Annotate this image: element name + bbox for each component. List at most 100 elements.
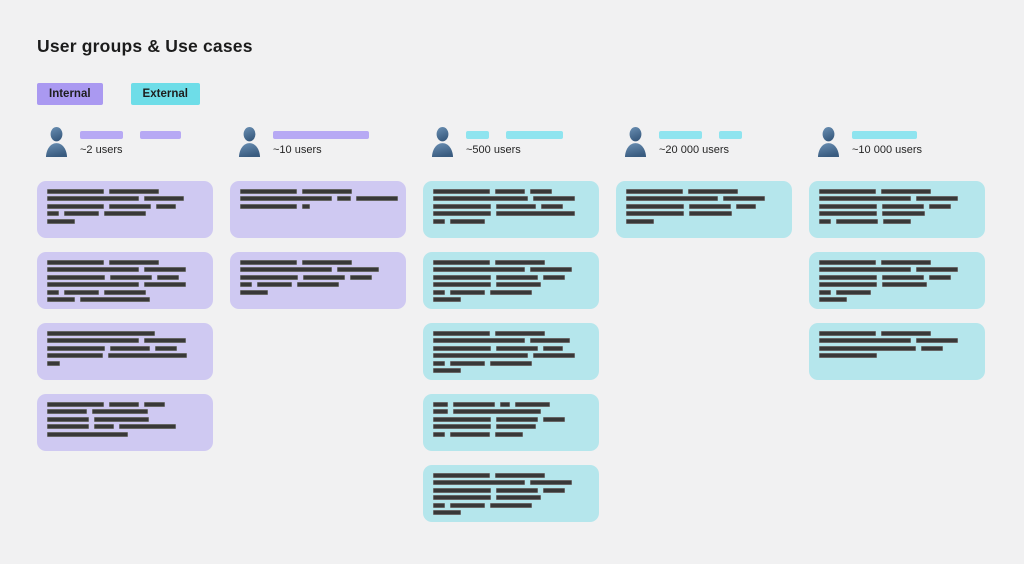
redacted-text-bar [543, 345, 563, 351]
redacted-text-bar [533, 196, 575, 202]
redacted-text-line [47, 402, 203, 407]
redacted-text-bar [433, 502, 445, 508]
redacted-text-bar [94, 416, 149, 422]
redacted-text-bar [47, 274, 105, 280]
group-size-bar [466, 131, 489, 139]
redacted-text-bar [433, 211, 491, 217]
redacted-text-bar [496, 495, 541, 501]
redacted-text-bar [433, 282, 491, 288]
group-size-bars [852, 131, 922, 139]
redacted-text-bar [433, 338, 525, 344]
redacted-text-bar [64, 289, 99, 295]
legend: Internal External [37, 83, 1024, 105]
redacted-text-line [433, 502, 589, 508]
redacted-text-line [819, 189, 975, 194]
redacted-text-bar [47, 289, 59, 295]
redacted-text-bar [47, 360, 60, 366]
redacted-text-bar [433, 416, 491, 422]
redacted-text-bar [433, 331, 490, 336]
redacted-text-line [240, 267, 396, 273]
redacted-text-bar [819, 211, 877, 217]
redacted-text-bar [881, 189, 931, 194]
redacted-text-line [47, 353, 203, 359]
user-group-header: ~20 000 users [616, 127, 792, 160]
redacted-text-line [819, 282, 975, 288]
redacted-text-line [47, 296, 203, 302]
redacted-text-bar [104, 211, 146, 217]
redacted-text-bar [64, 211, 99, 217]
redacted-text-line [47, 203, 203, 209]
diagram-canvas: User groups & Use cases Internal Externa… [37, 36, 1024, 536]
redacted-text-bar [496, 203, 536, 209]
redacted-text-line [819, 274, 975, 280]
redacted-text-line [626, 203, 782, 209]
redacted-text-line [433, 402, 589, 407]
user-icon [624, 127, 647, 157]
redacted-text-bar [495, 431, 523, 437]
redacted-text-line [433, 218, 589, 224]
redacted-text-bar [530, 480, 572, 486]
redacted-text-bar [736, 203, 756, 209]
redacted-text-line [433, 416, 589, 422]
redacted-text-line [433, 431, 589, 437]
redacted-text-line [819, 218, 975, 224]
redacted-text-bar [433, 509, 461, 515]
redacted-text-bar [47, 282, 139, 288]
user-count-label: ~10 users [273, 144, 322, 156]
redacted-text-bar [144, 402, 165, 407]
user-group-column-3: ~500 users [423, 127, 599, 536]
use-case-card [230, 252, 406, 309]
user-group-meta: ~500 users [466, 127, 563, 160]
redacted-text-bar [144, 267, 186, 273]
redacted-text-bar [433, 260, 490, 265]
redacted-text-bar [819, 338, 911, 344]
redacted-text-bar [337, 196, 351, 202]
redacted-text-line [819, 289, 975, 295]
redacted-text-line [47, 416, 203, 422]
redacted-text-bar [916, 196, 958, 202]
legend-chip-internal: Internal [37, 83, 103, 105]
redacted-text-bar [144, 196, 184, 202]
redacted-text-line [433, 473, 589, 478]
group-size-bar [140, 131, 181, 139]
redacted-text-bar [495, 260, 545, 265]
redacted-text-line [433, 367, 589, 373]
redacted-text-bar [297, 282, 339, 288]
redacted-text-bar [92, 409, 148, 415]
redacted-text-bar [356, 196, 398, 202]
group-size-bar [659, 131, 702, 139]
group-size-bar [80, 131, 123, 139]
user-group-header: ~2 users [37, 127, 213, 160]
use-case-card [37, 323, 213, 380]
redacted-text-line [433, 353, 589, 359]
redacted-text-line [433, 211, 589, 217]
redacted-text-line [433, 189, 589, 194]
redacted-text-line [819, 203, 975, 209]
redacted-text-line [47, 189, 203, 194]
redacted-text-bar [689, 211, 732, 217]
redacted-text-bar [47, 267, 139, 273]
redacted-text-bar [819, 345, 916, 351]
redacted-text-bar [836, 289, 871, 295]
redacted-text-bar [495, 473, 545, 478]
redacted-text-bar [883, 218, 911, 224]
redacted-text-bar [47, 211, 59, 217]
user-count-label: ~2 users [80, 144, 123, 156]
redacted-text-line [433, 282, 589, 288]
redacted-text-bar [47, 331, 155, 336]
use-case-card [423, 252, 599, 309]
use-case-card [423, 465, 599, 522]
redacted-text-bar [433, 296, 461, 302]
redacted-text-bar [496, 345, 538, 351]
redacted-text-line [47, 424, 203, 430]
redacted-text-bar [543, 274, 565, 280]
user-group-column-5: ~10 000 users [809, 127, 985, 536]
page-title: User groups & Use cases [37, 36, 253, 56]
redacted-text-bar [337, 267, 379, 273]
group-size-bars [466, 131, 563, 139]
redacted-text-bar [433, 402, 448, 407]
redacted-text-line [47, 360, 203, 366]
redacted-text-bar [495, 189, 525, 194]
redacted-text-line [626, 189, 782, 194]
user-group-header: ~10 000 users [809, 127, 985, 160]
